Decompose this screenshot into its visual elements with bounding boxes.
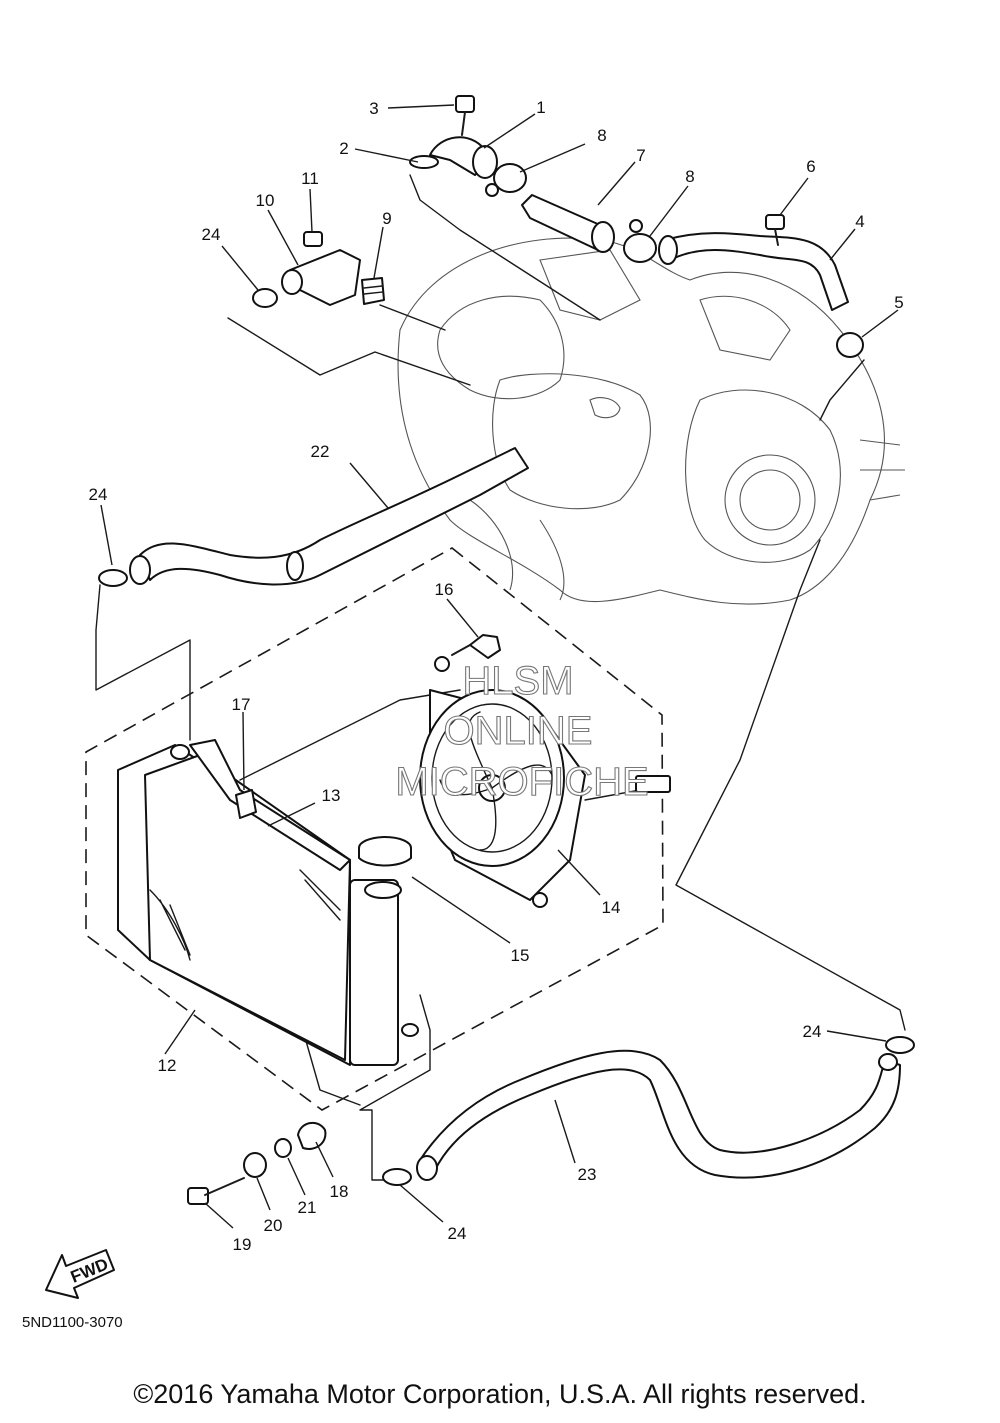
bolt-6: [765, 214, 785, 246]
watermark: HLSM ONLINE MICROFICHE: [395, 658, 649, 804]
callout-1: 1: [536, 98, 545, 117]
hose-clamps-24: [98, 288, 915, 1186]
o-ring-5: [836, 332, 864, 358]
cooling-fan-14: [419, 656, 671, 908]
callout-22: 22: [311, 442, 330, 461]
callout-labels: 1 2 3 4 5 6 7 8 8 9 10 11 12 13 14 15 16…: [89, 98, 904, 1254]
hose-clamp-8a: [485, 163, 527, 197]
inlet-pipe-1: [429, 136, 498, 179]
engine-outline: [397, 237, 905, 605]
callout-8b: 8: [685, 167, 694, 186]
callout-leaders: [100, 104, 899, 1229]
diagram-code: 5ND1100-3070: [22, 1314, 123, 1331]
radiator-hose-22: [129, 447, 529, 586]
callout-24a: 24: [202, 225, 221, 244]
callout-18: 18: [330, 1182, 349, 1201]
thermostat-cover-10: [281, 249, 361, 306]
callout-9: 9: [382, 209, 391, 228]
radiator-12: [117, 739, 419, 1066]
thermostat-9: [361, 277, 385, 305]
callout-17: 17: [232, 695, 251, 714]
copyright-notice: ©2016 Yamaha Motor Corporation, U.S.A. A…: [133, 1379, 867, 1409]
callout-2: 2: [339, 139, 348, 158]
callout-12: 12: [158, 1056, 177, 1075]
callout-16: 16: [435, 580, 454, 599]
callout-10: 10: [256, 191, 275, 210]
callout-14: 14: [602, 898, 621, 917]
hose-4: [658, 232, 849, 311]
watermark-line1: HLSM: [462, 659, 573, 703]
callout-8a: 8: [597, 126, 606, 145]
callout-11: 11: [301, 169, 319, 188]
callout-24c: 24: [803, 1022, 822, 1041]
callout-5: 5: [894, 293, 903, 312]
radiator-hose-23: [416, 1049, 901, 1181]
callout-13: 13: [322, 786, 341, 805]
watermark-line2: ONLINE: [444, 709, 593, 753]
hose-clamp-8b: [623, 219, 657, 263]
mounting-hardware-16-21: [187, 634, 501, 1205]
callout-6: 6: [806, 157, 815, 176]
radiator-cap-15: [358, 836, 412, 899]
hose-7: [521, 194, 615, 253]
callout-24b: 24: [89, 485, 108, 504]
callout-23: 23: [578, 1165, 597, 1184]
callout-4: 4: [855, 212, 864, 231]
callout-20: 20: [264, 1216, 283, 1235]
callout-19: 19: [233, 1235, 252, 1254]
callout-7: 7: [636, 146, 645, 165]
callout-15: 15: [511, 946, 530, 965]
o-ring-2: [409, 155, 439, 169]
callout-24d: 24: [448, 1224, 467, 1243]
fwd-arrow-icon: FWD: [45, 1249, 115, 1299]
watermark-line3: MICROFICHE: [395, 760, 648, 804]
bolt-11: [303, 231, 323, 247]
callout-21: 21: [298, 1198, 317, 1217]
callout-3: 3: [369, 99, 378, 118]
radiator-assembly-boundary: [85, 547, 664, 1111]
bolt-3: [455, 95, 475, 136]
